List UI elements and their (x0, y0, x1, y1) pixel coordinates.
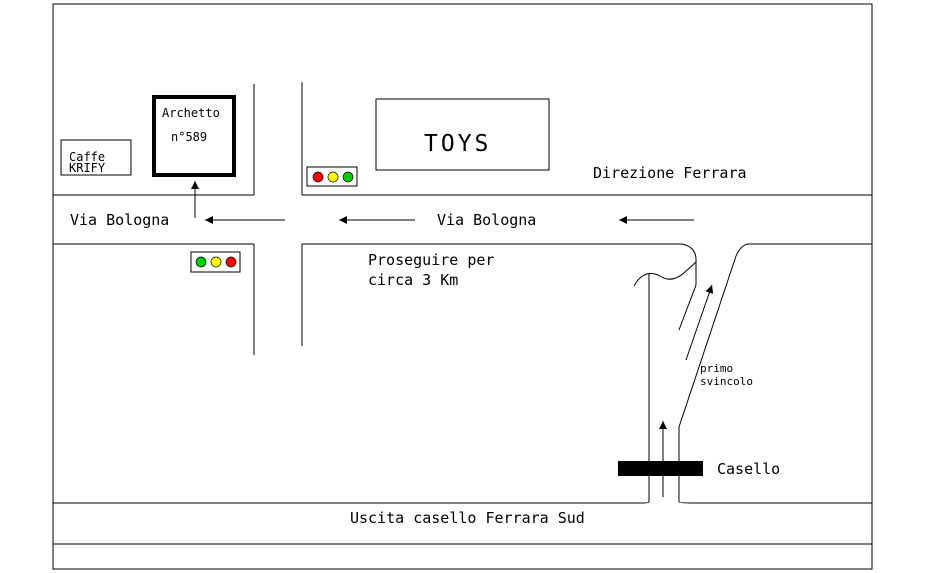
proseguire-label-line1: Proseguire per (368, 251, 494, 269)
direzione-ferrara-label: Direzione Ferrara (593, 164, 747, 182)
archetto-label-line1: Archetto (162, 106, 220, 120)
ramp-break (633, 261, 697, 287)
casello-toll-barrier (618, 461, 703, 476)
via-bologna-label-right: Via Bologna (437, 211, 536, 229)
casello-label: Casello (717, 460, 780, 478)
primo-svincolo-label-line1: primo (700, 362, 733, 375)
ramp-outer-edge (678, 243, 749, 428)
ramp-inner-edge (678, 262, 697, 331)
primo-svincolo-label-line2: svincolo (700, 375, 753, 388)
toys-building (375, 98, 550, 171)
traffic-light-upper (306, 166, 358, 187)
traffic-light-lower-lamp (225, 256, 237, 268)
ramp-arrow (685, 284, 714, 361)
traffic-light-lower (190, 251, 241, 273)
archetto-label-line2: n°589 (171, 130, 207, 144)
traffic-light-upper-lamp (312, 171, 324, 183)
traffic-light-lower-lamp (195, 256, 207, 268)
exit-curve-east (678, 501, 872, 504)
caffe-krify-building (60, 139, 132, 176)
via-bologna-south-edge-right (302, 243, 697, 263)
traffic-light-upper-lamp (342, 171, 354, 183)
proseguire-label-line2: circa 3 Km (368, 271, 458, 289)
traffic-light-lower-lamp (210, 256, 222, 268)
caffe-label-line1: Caffe (69, 150, 105, 164)
uscita-casello-label: Uscita casello Ferrara Sud (350, 509, 585, 527)
archetto-building (152, 95, 236, 177)
map-frame (52, 3, 873, 570)
toys-label: TOYS (424, 131, 491, 157)
caffe-label-line2: KRIFY (69, 161, 106, 175)
direction-arrows (205, 216, 714, 497)
via-bologna-label-left: Via Bologna (70, 211, 169, 229)
exit-curve-west (53, 501, 650, 504)
roads (53, 82, 872, 545)
traffic-light-upper-lamp (327, 171, 339, 183)
